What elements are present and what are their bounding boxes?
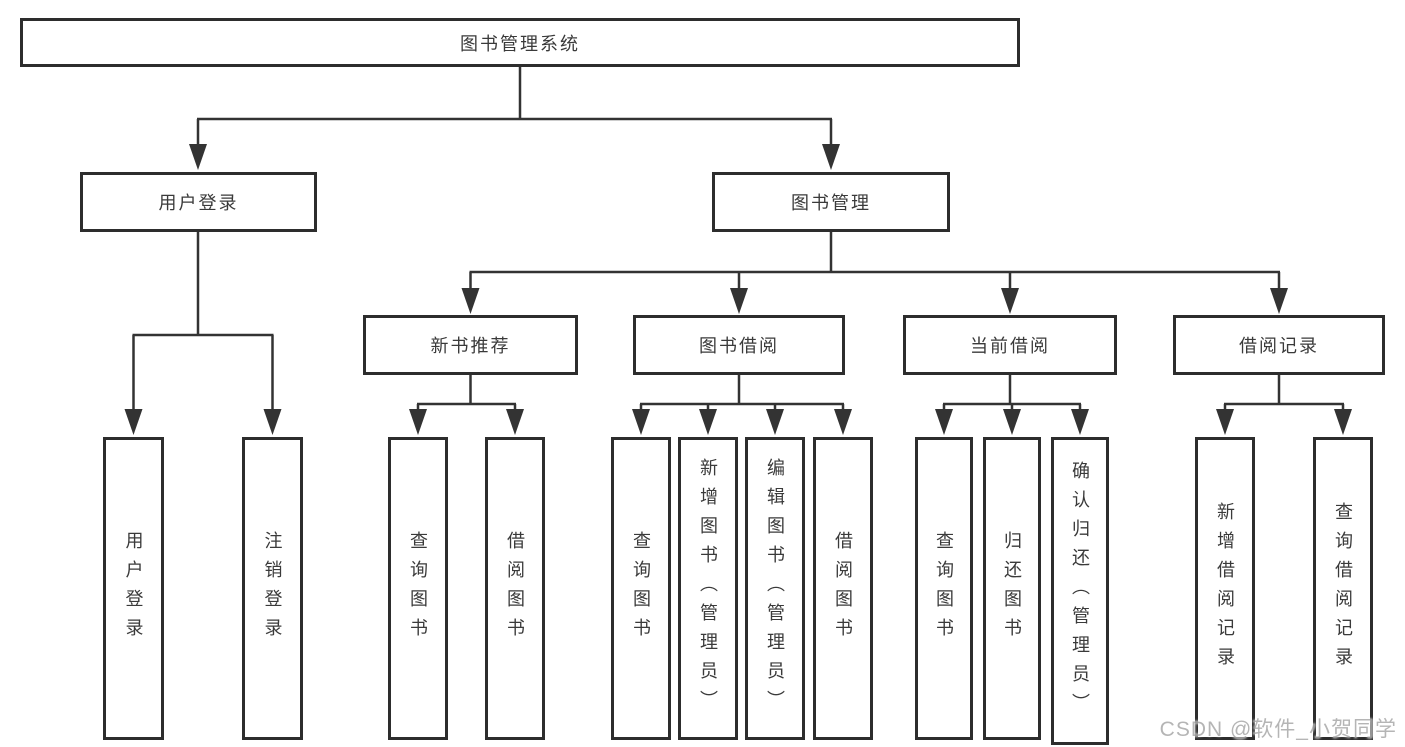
leaf-logout-login: 注销登录 xyxy=(242,437,303,740)
leaf-query-borrow-record: 查询借阅记录 xyxy=(1313,437,1373,740)
leaf-edit-books-admin: 编辑图书（管理员） xyxy=(745,437,805,740)
leaf-user-login: 用户登录 xyxy=(103,437,164,740)
leaf-add-borrow-record: 新增借阅记录 xyxy=(1195,437,1255,740)
leaf-query-books-current: 查询图书 xyxy=(915,437,973,740)
leaf-borrow-books-borrow: 借阅图书 xyxy=(813,437,873,740)
node-borrowing-records: 借阅记录 xyxy=(1173,315,1385,375)
leaf-borrow-books-recommend: 借阅图书 xyxy=(485,437,545,740)
leaf-query-books-borrow: 查询图书 xyxy=(611,437,671,740)
leaf-confirm-return-admin: 确认归还（管理员） xyxy=(1051,437,1109,745)
node-book-management: 图书管理 xyxy=(712,172,950,232)
leaf-query-books-recommend: 查询图书 xyxy=(388,437,448,740)
node-new-book-recommendation: 新书推荐 xyxy=(363,315,578,375)
node-book-borrowing: 图书借阅 xyxy=(633,315,845,375)
csdn-watermark: CSDN @软件_小贺同学 xyxy=(1159,718,1397,741)
node-current-borrowing: 当前借阅 xyxy=(903,315,1117,375)
node-user-login: 用户登录 xyxy=(80,172,317,232)
leaf-add-books-admin: 新增图书（管理员） xyxy=(678,437,738,740)
node-library-management-system: 图书管理系统 xyxy=(20,18,1020,67)
leaf-return-books: 归还图书 xyxy=(983,437,1041,740)
